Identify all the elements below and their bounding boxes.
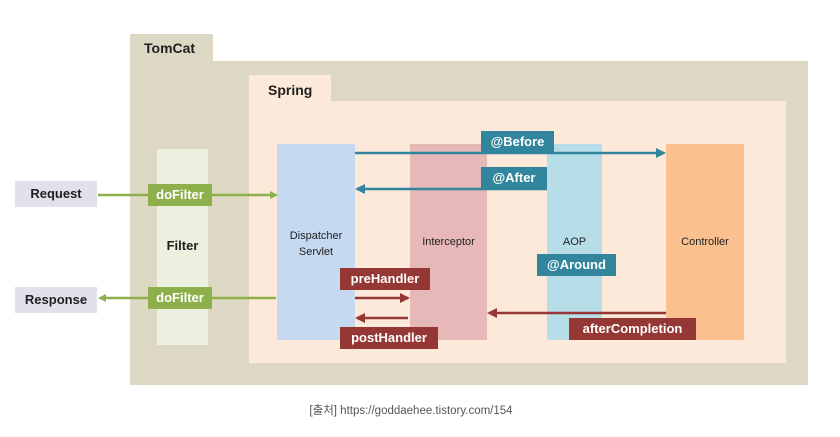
filter-column bbox=[157, 149, 208, 345]
dofilter-response-tag: doFilter bbox=[148, 287, 212, 309]
posthandler-tag: postHandler bbox=[340, 327, 438, 349]
filter-label: Filter bbox=[166, 238, 199, 253]
tomcat-title: TomCat bbox=[144, 40, 196, 56]
interceptor-label: Interceptor bbox=[422, 236, 475, 248]
after-tag: @After bbox=[481, 167, 547, 189]
aop-label: AOP bbox=[562, 236, 587, 248]
after-completion-tag: afterCompletion bbox=[569, 318, 696, 340]
dispatcher-servlet-box bbox=[277, 144, 355, 340]
spring-title: Spring bbox=[268, 82, 313, 98]
response-box: Response bbox=[15, 287, 97, 313]
around-tag: @Around bbox=[537, 254, 616, 276]
request-box: Request bbox=[15, 181, 97, 207]
prehandler-tag: preHandler bbox=[340, 268, 430, 290]
aop-box bbox=[547, 144, 602, 340]
dofilter-request-tag: doFilter bbox=[148, 184, 212, 206]
interceptor-box bbox=[410, 144, 487, 340]
tomcat-container-tab bbox=[130, 34, 213, 64]
dispatcher-label-line1: Dispatcher bbox=[289, 230, 343, 242]
dispatcher-servlet-label: Dispatcher Servlet bbox=[277, 228, 355, 260]
dispatcher-label-line2: Servlet bbox=[298, 246, 334, 258]
before-tag: @Before bbox=[481, 131, 554, 153]
spring-container-tab bbox=[249, 75, 331, 105]
controller-box bbox=[666, 144, 744, 340]
controller-label: Controller bbox=[681, 236, 729, 248]
source-caption: [출처] https://goddaehee.tistory.com/154 bbox=[309, 405, 513, 417]
